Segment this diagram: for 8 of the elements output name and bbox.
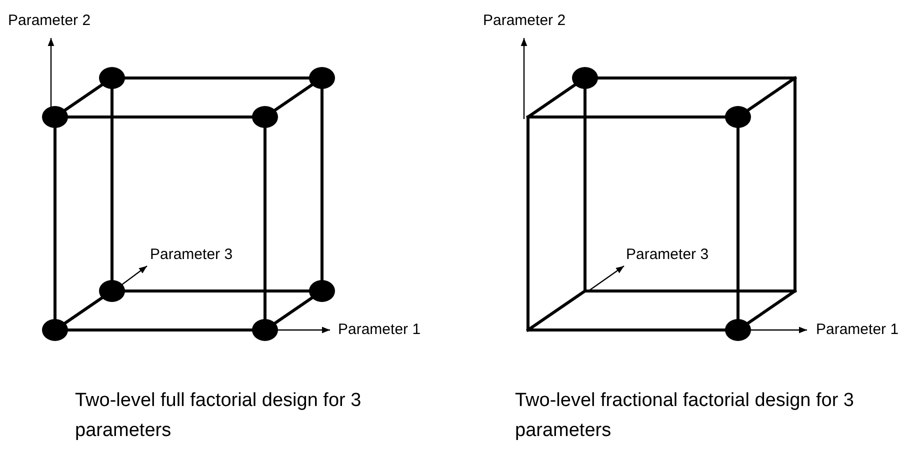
axis-label: Parameter 2 [8,12,91,30]
axis-label: Parameter 2 [483,12,566,30]
caption: Two-level fractional factorial design for 3 parameters [515,389,855,443]
axis-label: Parameter 1 [338,321,421,339]
caption: Two-level full factorial design for 3 parameters [75,389,362,443]
axis-label: Parameter 3 [626,246,709,264]
axis-label: Parameter 3 [150,246,233,264]
axis-label: Parameter 1 [816,321,899,339]
